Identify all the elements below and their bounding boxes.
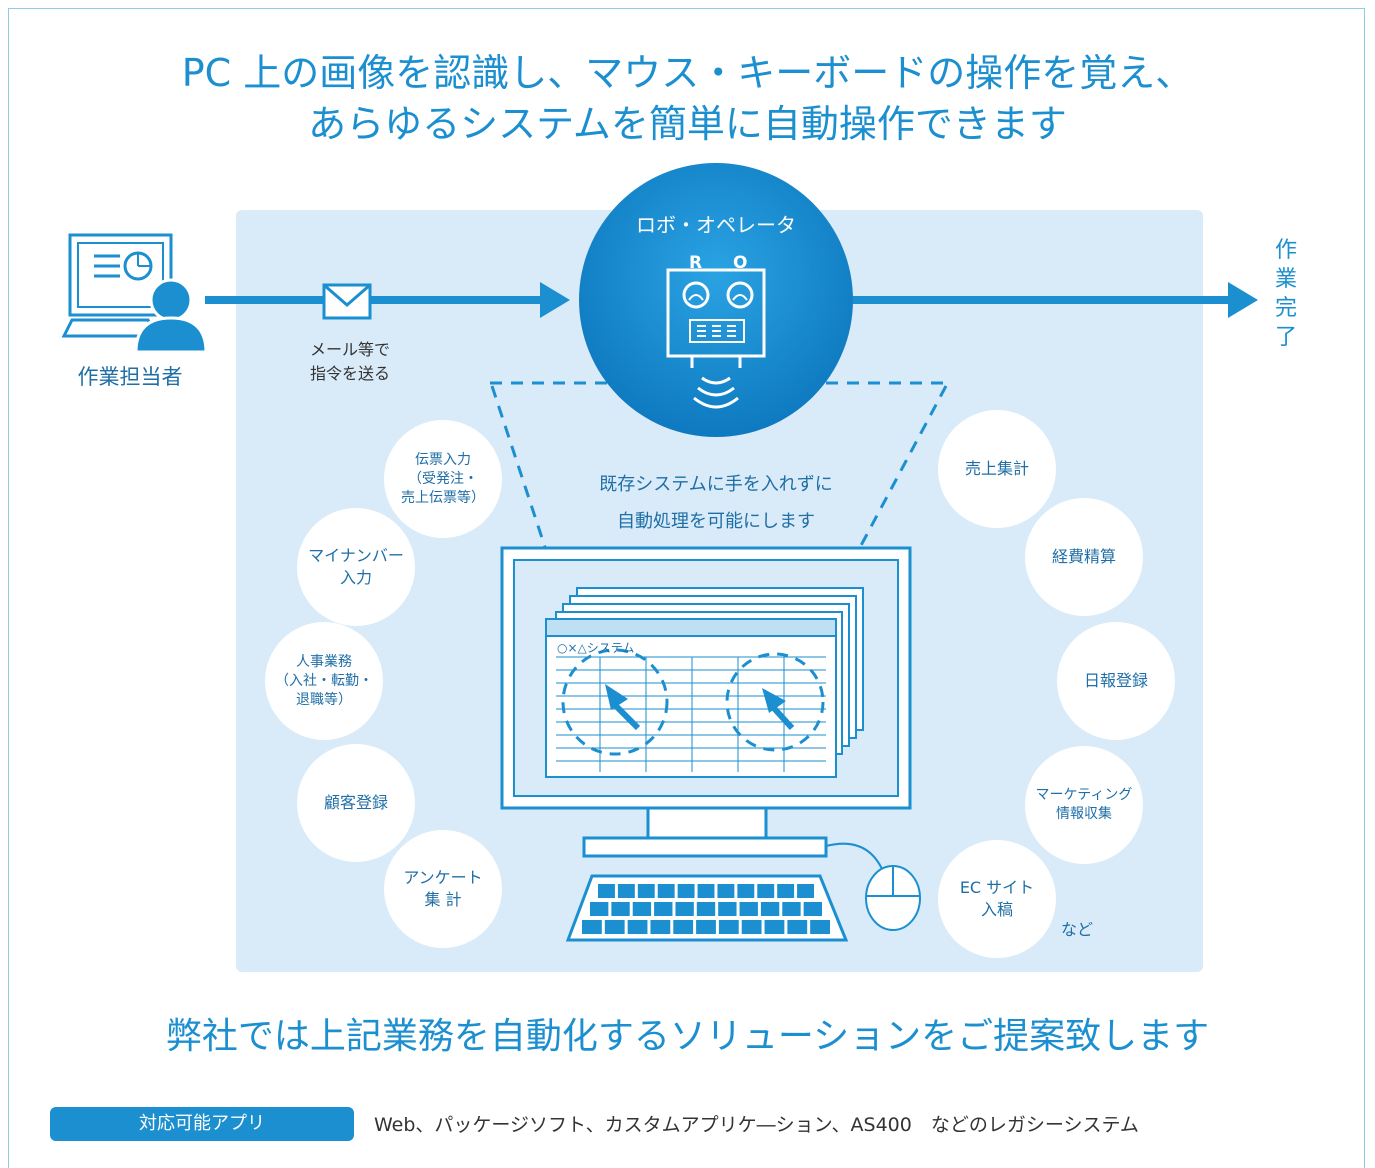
person-icon <box>134 278 208 354</box>
task-expense-settlement: 経費精算 <box>1025 498 1143 616</box>
keyboard-key <box>582 920 602 934</box>
keyboard-key <box>627 920 648 934</box>
task-customer-registration: 顧客登録 <box>297 744 415 862</box>
work-complete-label: 作 業 完 了 <box>1274 238 1297 350</box>
keyboard-key <box>797 884 814 898</box>
keyboard-key <box>777 884 795 898</box>
keyboard-key <box>782 902 801 916</box>
keyboard-key <box>590 902 609 916</box>
keyboard-key <box>611 902 630 916</box>
keyboard-key <box>654 902 673 916</box>
cursor-arrow-icon <box>605 684 641 731</box>
keyboard-icon <box>565 874 849 942</box>
task-survey-tally: アンケート 集 計 <box>384 830 502 948</box>
keyboard-key <box>598 884 615 898</box>
keyboard-key <box>673 920 694 934</box>
keyboard-key <box>718 920 739 934</box>
center-description: 既存システムに手を入れずに 自動処理を可能にします <box>599 474 833 532</box>
keyboard-key <box>650 920 671 934</box>
robot-letter-r: R <box>689 253 702 273</box>
robot-operator-label: ロボ・オペレータ <box>636 213 796 237</box>
keyboard-key <box>697 884 715 898</box>
keyboard-key <box>696 920 716 934</box>
mail-instruction-label: メール等で 指令を送る <box>309 340 390 383</box>
keyboard-key <box>741 920 762 934</box>
keyboard-key <box>757 884 775 898</box>
keyboard-key <box>787 920 808 934</box>
headline-line-1: PC 上の画像を認識し、マウス・キーボードの操作を覚え、 <box>181 51 1194 95</box>
command-arrow-head <box>540 282 570 318</box>
page-frame <box>8 8 1365 1168</box>
footer-headline: 弊社では上記業務を自動化するソリューションをご提案致します <box>165 1016 1210 1057</box>
keyboard-key <box>803 902 822 916</box>
keyboard-key <box>717 884 735 898</box>
completion-arrow-head <box>1228 282 1258 318</box>
keyboard-key <box>637 884 655 898</box>
keyboard-key <box>677 884 695 898</box>
keyboard-key <box>675 902 694 916</box>
projection-dashes <box>490 381 948 691</box>
worker-label: 作業担当者 <box>77 365 183 389</box>
application-windows <box>545 587 864 778</box>
supported-apps-text: Web、パッケージソフト、カスタムアプリケ―ション、AS400 などのレガシーシ… <box>374 1114 1139 1136</box>
window-title: ○×△システム <box>557 641 634 655</box>
mail-envelope-icon <box>322 283 372 320</box>
task-ec-site-entry: EC サイト 入稿 <box>938 840 1056 958</box>
task-slip-entry: 伝票入力 （受発注・ 売上伝票等） <box>384 420 502 538</box>
robot-letter-o: O <box>733 253 747 273</box>
mouse-icon <box>865 865 921 931</box>
keyboard-key <box>632 902 652 916</box>
headline-line-2: あらゆるシステムを簡単に自動操作できます <box>308 102 1067 146</box>
keyboard-key <box>657 884 675 898</box>
keyboard-key <box>696 902 716 916</box>
task-hr-operations: 人事業務 （入社・転勤・ 退職等） <box>265 622 383 740</box>
task-sales-tally: 売上集計 <box>938 410 1056 528</box>
supported-apps-tag: 対応可能アプリ <box>50 1107 354 1141</box>
keyboard-key <box>718 902 737 916</box>
task-marketing-info: マーケティング 情報収集 <box>1025 746 1143 864</box>
keyboard-key <box>764 920 785 934</box>
robot-icon <box>666 268 766 409</box>
cursor-arrow-icon <box>762 688 795 731</box>
task-mynumber-entry: マイナンバー 入力 <box>297 508 415 626</box>
keyboard-key <box>737 884 755 898</box>
keyboard-key <box>810 920 830 934</box>
robot-operator-circle <box>579 163 853 437</box>
etc-label: など <box>1060 920 1093 939</box>
keyboard-key <box>760 902 780 916</box>
keyboard-key <box>617 884 635 898</box>
task-daily-report: 日報登録 <box>1057 622 1175 740</box>
keyboard-key <box>739 902 758 916</box>
keyboard-key <box>604 920 625 934</box>
